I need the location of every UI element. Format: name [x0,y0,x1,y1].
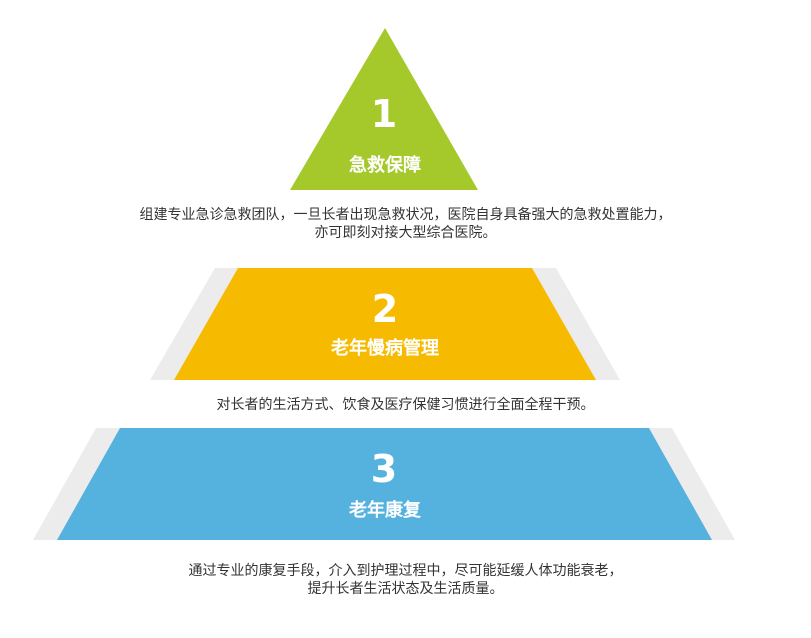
tier-3-description-line: 提升长者生活状态及生活质量。 [307,581,504,597]
tier-2-title: 老年慢病管理 [331,337,439,359]
tier-3-title: 老年康复 [349,499,422,521]
tier-3-description: 通过专业的康复手段，介入到护理过程中，尽可能延缓人体功能衰老， 提升长者生活状态… [0,562,811,598]
tier-1-number: 1 [371,92,397,136]
tier-2-description-line: 对长者的生活方式、饮食及医疗保健习惯进行全面全程干预。 [216,397,595,413]
tier-1-description-line: 组建专业急诊急救团队，一旦长者出现急救状况，医院自身具备强大的急救处置能力， [139,207,672,223]
tier-1-shape [290,28,478,190]
tier-2-shape [174,268,596,380]
tier-1-title: 急救保障 [349,154,421,176]
tier-3-number: 3 [371,447,397,491]
tier-3-description-line: 通过专业的康复手段，介入到护理过程中，尽可能延缓人体功能衰老， [188,563,623,579]
tier-2-description: 对长者的生活方式、饮食及医疗保健习惯进行全面全程干预。 [0,396,811,414]
tier-1-description-line: 亦可即刻对接大型综合医院。 [314,225,497,241]
tier-3-shape [57,428,712,540]
tier-1-description: 组建专业急诊急救团队，一旦长者出现急救状况，医院自身具备强大的急救处置能力， 亦… [0,206,811,242]
tier-2-number: 2 [372,287,398,331]
